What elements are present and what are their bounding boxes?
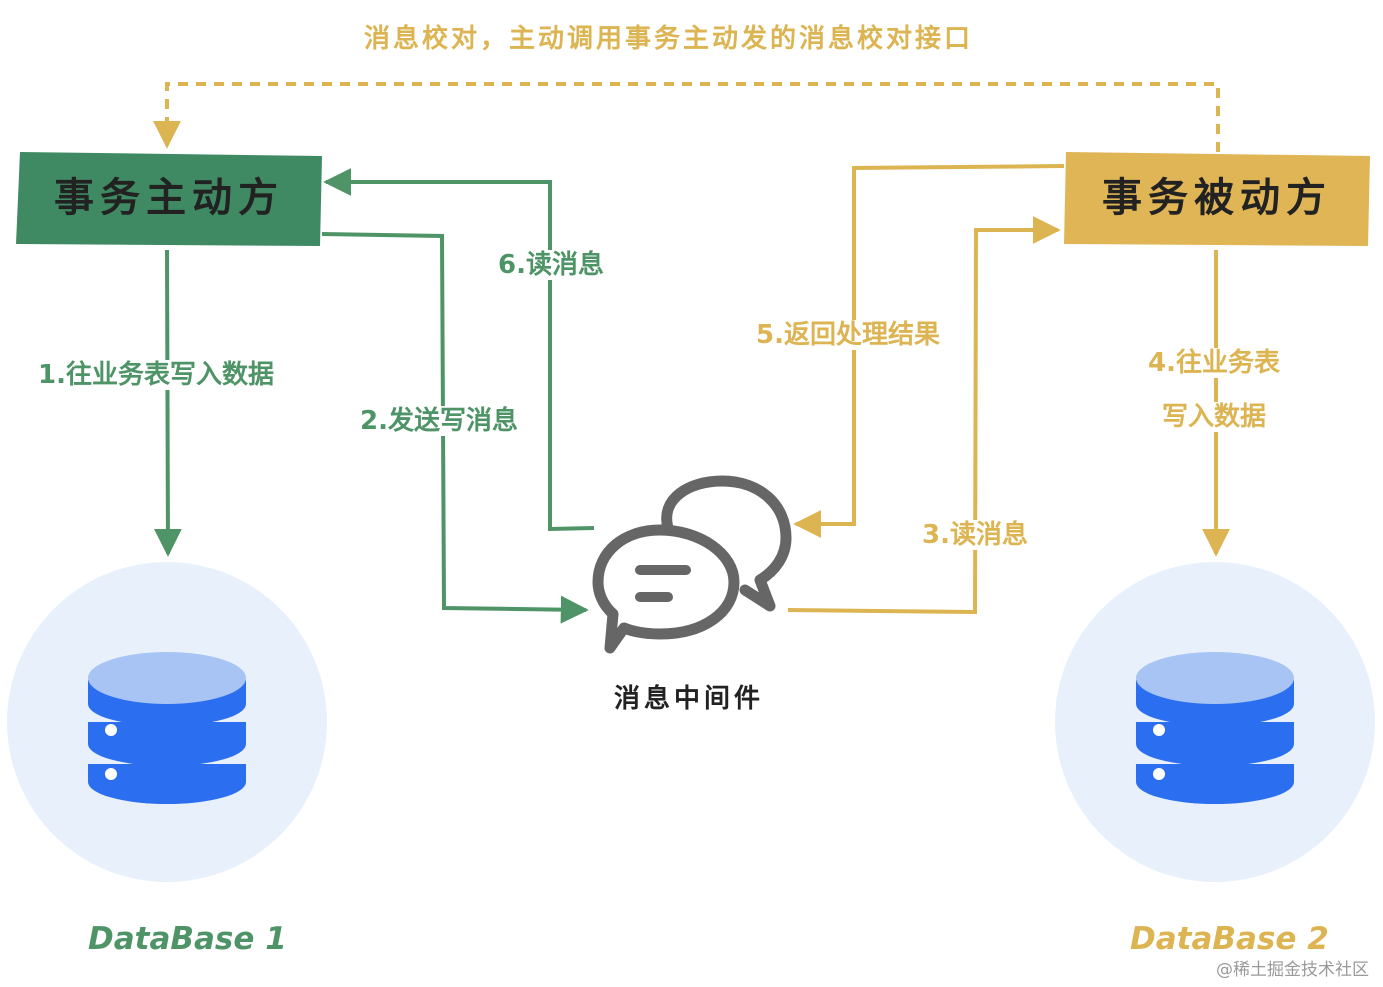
database-1-icon [7,562,327,882]
step1-label: 1.往业务表写入数据 [34,360,278,390]
watermark: @稀土掘金技术社区 [1216,960,1369,980]
passive-party-box [1064,152,1370,246]
middleware-label: 消息中间件 [614,684,765,714]
database-1-label: DataBase 1 [88,921,287,957]
step4-label-line2: 写入数据 [1158,402,1271,432]
passive-party-label: 事务被动方 [1102,174,1332,221]
step5-label: 5.返回处理结果 [752,320,944,350]
chat-bubbles-icon [592,475,792,654]
step6-label: 6.读消息 [494,250,608,280]
step3-arrow [787,216,1061,615]
reconcile-label: 消息校对，主动调用事务主动发的消息校对接口 [360,24,978,54]
step4-label-line1: 4.往业务表 [1144,348,1284,378]
database-2-label: DataBase 2 [1130,921,1329,957]
active-party-label: 事务主动方 [54,174,284,221]
reconcile-dashed-arrow [153,82,1220,152]
step3-label: 3.读消息 [918,520,1032,550]
step1-arrow [153,249,182,557]
step6-arrow [323,168,595,532]
step2-label: 2.发送写消息 [356,406,522,436]
database-2-icon [1055,562,1375,882]
active-party-box [16,152,322,246]
